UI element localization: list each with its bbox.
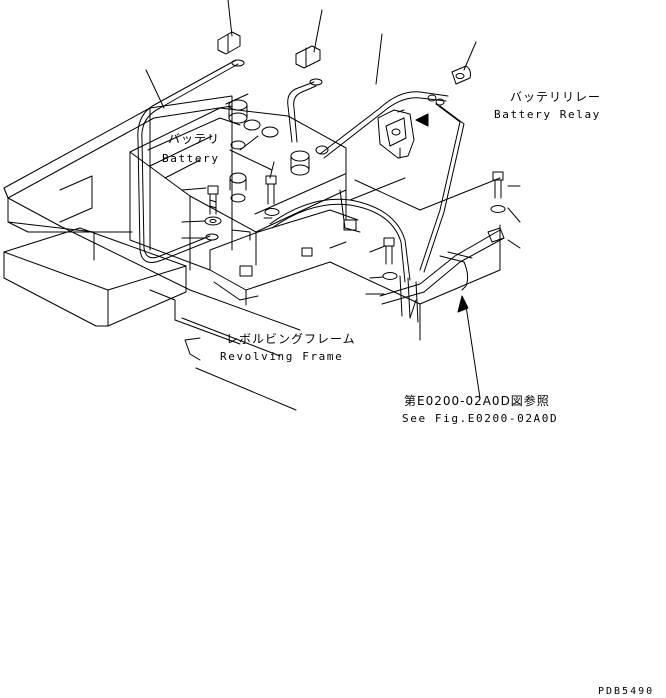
arrow-heads <box>415 113 469 313</box>
battery-box <box>129 93 347 271</box>
battery-cables <box>137 59 505 323</box>
lower-slab <box>3 227 297 411</box>
battery-label-en: Battery <box>162 152 220 165</box>
figure-reference-en: See Fig.E0200-02A0D <box>402 412 559 425</box>
drawing-code: PDB5490 <box>598 686 655 697</box>
leader-lines <box>145 0 521 399</box>
revolving-frame-label-jp: レボルビングフレーム <box>226 332 356 346</box>
terminal-parts <box>217 31 471 106</box>
revolving-frame-deck <box>3 95 301 357</box>
battery-label-jp: バッテリ <box>168 132 221 146</box>
mounting-bolts <box>204 171 506 280</box>
battery-relay-label-jp: バッテリリレー <box>510 90 602 104</box>
figure-reference-jp: 第E0200-02A0D図参照 <box>404 394 550 408</box>
revolving-frame-label-en: Revolving Frame <box>220 350 344 363</box>
battery-tray <box>209 177 501 341</box>
battery-relay-body <box>377 109 415 159</box>
battery-relay-label-en: Battery Relay <box>494 108 601 121</box>
